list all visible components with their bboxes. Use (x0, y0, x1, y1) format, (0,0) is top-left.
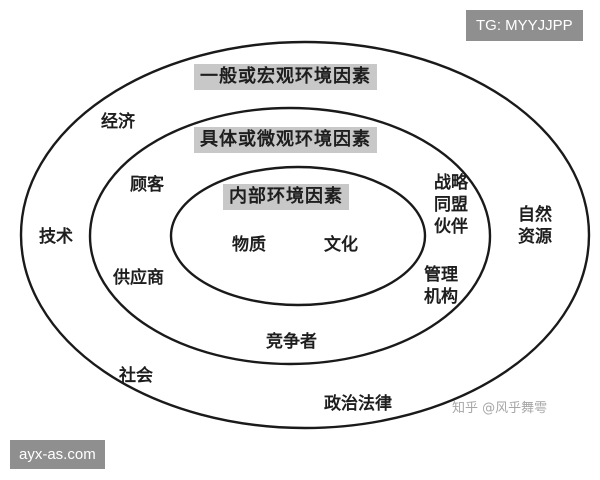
label-politics-law: 政治法律 (324, 394, 392, 414)
inner-ellipse-internal-environment (169, 165, 427, 307)
label-regulatory-agencies: 管理 机构 (424, 265, 458, 307)
internal-environment-title: 内部环境因素 (223, 184, 349, 210)
label-material: 物质 (232, 235, 266, 255)
label-culture: 文化 (324, 235, 358, 255)
label-natural-resources: 自然 资源 (518, 205, 552, 247)
label-strategic-partners: 战略 同盟 伙伴 (434, 173, 468, 237)
author-credit: 知乎 @风乎舞雩 (452, 401, 548, 416)
label-economy: 经济 (101, 112, 135, 132)
specific-environment-title: 具体或微观环境因素 (194, 127, 377, 153)
watermark-tag-bottom-left: ayx-as.com (10, 440, 105, 469)
general-environment-title: 一般或宏观环境因素 (194, 64, 377, 90)
label-society: 社会 (119, 366, 153, 386)
label-suppliers: 供应商 (113, 268, 164, 288)
label-competitors: 竞争者 (266, 332, 317, 352)
watermark-tag-top-right: TG: MYYJJPP (466, 10, 583, 41)
outer-ellipse-general-environment (19, 40, 591, 430)
middle-ellipse-specific-environment (88, 106, 492, 366)
label-customers: 顾客 (130, 175, 164, 195)
label-technology: 技术 (39, 227, 73, 247)
